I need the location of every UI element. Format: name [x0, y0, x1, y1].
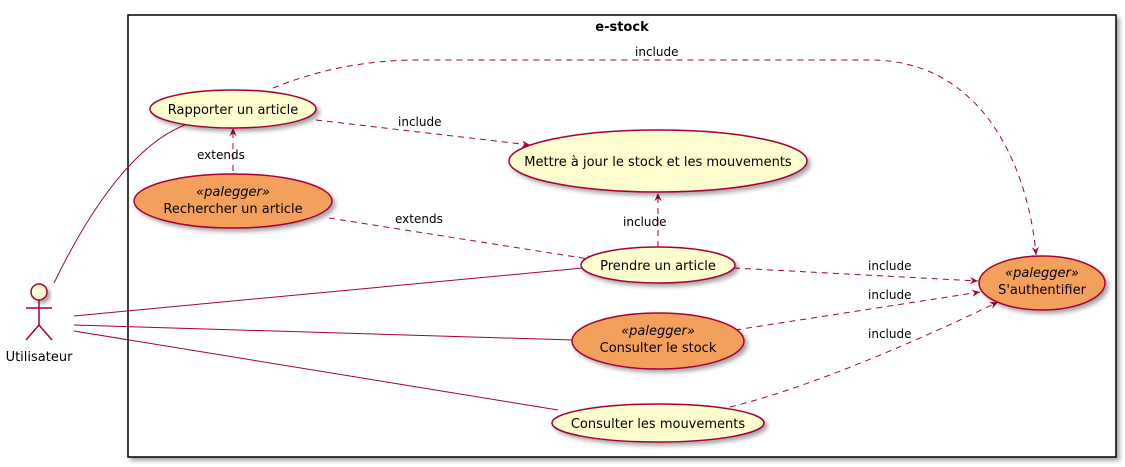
usecase-auth-shape	[978, 255, 1106, 311]
edge-mouvements-auth	[729, 301, 999, 408]
usecase-consulter-stock-shape	[571, 312, 745, 370]
usecase-prendre-un-article[interactable]: Prendre un article	[580, 246, 736, 284]
usecase-consulter-le-stock[interactable]: «palegger» Consulter le stock	[571, 312, 745, 370]
usecase-mettre-label: Mettre à jour le stock et les mouvements	[524, 155, 792, 170]
edge-label-rechercher-prendre: extends	[395, 212, 443, 226]
edge-label-stock-auth: include	[868, 288, 911, 302]
usecase-prendre-label: Prendre un article	[600, 259, 716, 274]
actor-head	[30, 283, 48, 301]
usecase-rechercher-label: Rechercher un article	[163, 202, 302, 217]
usecase-rapporter-shape	[149, 89, 317, 129]
usecase-consulter-mouvements-shape	[551, 403, 765, 443]
edge-label-rapporter-auth: include	[635, 45, 678, 59]
edge-label-prendre-auth: include	[868, 259, 911, 273]
usecase-auth-stereotype: «palegger»	[1005, 266, 1079, 281]
actor-leg-right	[38, 324, 53, 341]
usecase-consulter-les-mouvements[interactable]: Consulter les mouvements	[551, 403, 765, 443]
actor-label: Utilisateur	[6, 350, 74, 365]
usecase-rapporter-un-article[interactable]: Rapporter un article	[149, 89, 317, 129]
usecase-consulter-mouvements-label: Consulter les mouvements	[571, 417, 746, 432]
usecase-consulter-stock-stereotype: «palegger»	[621, 324, 695, 339]
usecase-mettre-shape	[508, 129, 808, 193]
actor-utilisateur[interactable]: Utilisateur	[6, 283, 74, 365]
usecase-prendre-shape	[580, 246, 736, 284]
usecase-rechercher-shape	[133, 173, 333, 229]
usecase-auth-label: S'authentifier	[998, 283, 1087, 298]
edge-label-prendre-mettre: include	[623, 215, 666, 229]
actor-leg-left	[25, 324, 40, 341]
usecase-mettre-a-jour[interactable]: Mettre à jour le stock et les mouvements	[508, 129, 808, 193]
edge-rechercher-prendre	[328, 217, 596, 263]
system-title: e-stock	[595, 20, 649, 35]
usecase-rechercher-stereotype: «palegger»	[196, 185, 270, 200]
system-boundary	[127, 14, 1117, 458]
edge-prendre-auth	[733, 267, 979, 285]
assoc-actor-consulter-mouvements	[73, 330, 559, 411]
usecase-rechercher-un-article[interactable]: «palegger» Rechercher un article	[133, 173, 333, 229]
edge-rapporter-mettre	[315, 119, 531, 148]
usecase-sauthentifier[interactable]: «palegger» S'authentifier	[978, 255, 1106, 311]
assoc-actor-consulter-stock	[73, 324, 574, 341]
edge-label-mouvements-auth: include	[868, 327, 911, 341]
assoc-actor-prendre	[73, 267, 584, 317]
usecase-rapporter-label: Rapporter un article	[168, 103, 298, 118]
edge-rapporter-auth	[272, 59, 1039, 256]
edge-label-rapporter-mettre: include	[398, 115, 441, 129]
assoc-actor-rapporter	[53, 124, 186, 284]
edge-label-rechercher-rapporter: extends	[197, 148, 245, 162]
usecase-consulter-stock-label: Consulter le stock	[600, 341, 717, 356]
edge-stock-auth	[734, 289, 981, 331]
